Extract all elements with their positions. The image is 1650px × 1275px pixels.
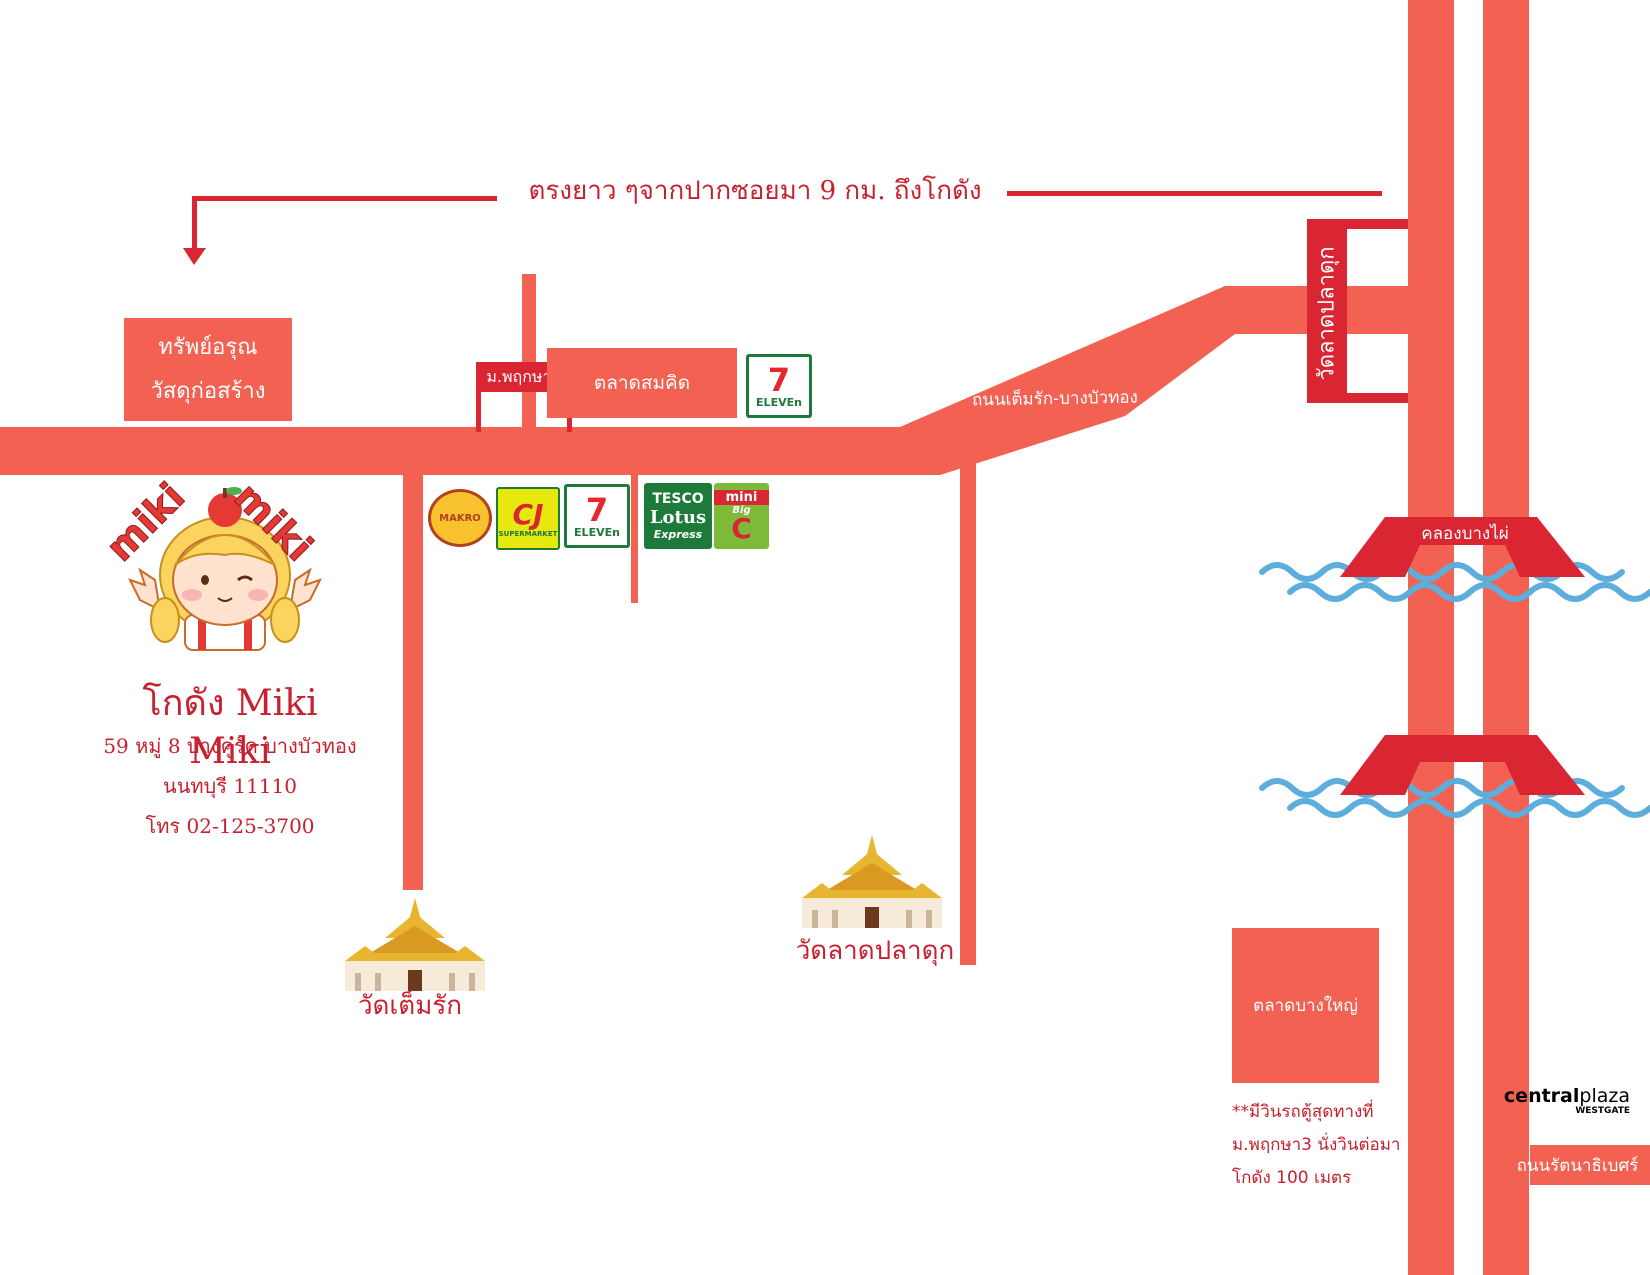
main-road-diagonal bbox=[900, 286, 1410, 475]
moo-ban-sign: ม.พฤกษา3 bbox=[486, 367, 562, 386]
store-phone: โทร 02-125-3700 bbox=[145, 814, 315, 838]
wat-sign-board bbox=[1307, 219, 1347, 403]
canal-waves-2 bbox=[1259, 778, 1650, 818]
cj-sub: SUPERMARKET bbox=[498, 529, 558, 538]
hardware-store-box: ทรัพย์อรุณ วัสดุก่อสร้าง bbox=[124, 318, 292, 421]
highway-left bbox=[1408, 0, 1454, 1275]
seven-eleven-word-row: ELEVEn bbox=[574, 525, 620, 539]
direction-arrow bbox=[183, 191, 1382, 265]
hardware-store-desc: วัสดุก่อสร้าง bbox=[150, 378, 266, 404]
mini-bigc-logo: mini Big C bbox=[714, 483, 769, 549]
canal-label: คลองบางไผ่ bbox=[1421, 524, 1509, 544]
road-label-rattanathibet: ถนนรัตนาธิเบศร์ bbox=[1516, 1156, 1639, 1176]
store-name: โกดัง Miki Miki bbox=[142, 683, 318, 772]
van-note: **มีวินรถตู้สุดทางที่ ม.พฤกษา3 นั่งวินต่… bbox=[1232, 1096, 1400, 1195]
side-road-top bbox=[522, 274, 536, 434]
miki-mascot bbox=[128, 487, 322, 651]
wat-sign-top-arm bbox=[1310, 219, 1408, 229]
seven-eleven-logo-row: 7 ELEVEn bbox=[564, 484, 630, 548]
canal-waves-1 bbox=[1259, 562, 1650, 602]
road-label-tem-rak: ถนนเต็มรัก-บางบัวทอง bbox=[971, 387, 1139, 411]
store-address-2: นนทบุรี 11110 bbox=[163, 774, 297, 798]
wat-tem-rak-label: วัดเต็มรัก bbox=[357, 991, 463, 1021]
seven-eleven-logo-top: 7 ELEVEn bbox=[746, 354, 812, 418]
bigc-mid: Big bbox=[732, 505, 751, 516]
cj-word: CJ bbox=[512, 497, 544, 531]
westgate-word: WESTGATE bbox=[1575, 1106, 1630, 1116]
plaza-word: plaza bbox=[1579, 1085, 1630, 1107]
central-word: central bbox=[1503, 1085, 1580, 1107]
store-address-1: 59 หมู่ 8 บางคูรัด บางบัวทอง bbox=[103, 734, 357, 758]
highway-exit bbox=[1530, 1145, 1650, 1185]
market-bang-yai: ตลาดบางใหญ่ bbox=[1232, 928, 1379, 1083]
makro-word: MAKRO bbox=[439, 512, 481, 524]
market-samkid: ตลาดสมคิด bbox=[547, 348, 737, 418]
highway-right bbox=[1483, 0, 1529, 1275]
van-note-line-3: โกดัง 100 เมตร bbox=[1232, 1168, 1352, 1188]
bridge-2 bbox=[1340, 735, 1585, 795]
tesco-lotus-logo: TESCO Lotus Express bbox=[644, 483, 712, 549]
seven-number: 7 bbox=[767, 360, 791, 399]
van-note-line-2: ม.พฤกษา3 นั่งวินต่อมา bbox=[1232, 1135, 1401, 1155]
van-note-line-1: **มีวินรถตู้สุดทางที่ bbox=[1232, 1102, 1374, 1122]
wat-sign-label: วัดลาดปลาดุก bbox=[1314, 246, 1340, 381]
tesco-bottom: Express bbox=[653, 528, 703, 541]
central-plaza-logo: centralplaza WESTGATE bbox=[1495, 1086, 1630, 1116]
wat-lat-pla-duk-label: วัดลาดปลาดุก bbox=[795, 936, 955, 966]
seven-eleven-word: ELEVEn bbox=[756, 395, 802, 409]
direction-note: ตรงยาว ๆจากปากซอยมา 9 กม. ถึงโกดัง bbox=[528, 176, 982, 206]
hardware-store-name: ทรัพย์อรุณ bbox=[158, 334, 258, 360]
tesco-top: TESCO bbox=[652, 491, 704, 507]
side-road-1 bbox=[403, 470, 423, 890]
main-road bbox=[0, 427, 905, 475]
bigc-letter: C bbox=[731, 512, 752, 545]
seven-number-row: 7 bbox=[585, 490, 609, 529]
bridge-1 bbox=[1340, 517, 1585, 577]
side-road-3 bbox=[631, 470, 638, 603]
temple-icon-lat-pla-duk bbox=[802, 835, 942, 928]
cj-logo: CJ SUPERMARKET bbox=[496, 487, 560, 550]
side-road-2 bbox=[960, 440, 976, 965]
wat-sign-bottom-arm bbox=[1310, 393, 1408, 403]
tesco-mid: Lotus bbox=[649, 507, 707, 528]
bigc-top: mini bbox=[714, 490, 769, 505]
temple-icon-tem-rak bbox=[345, 898, 485, 991]
makro-logo: MAKRO bbox=[428, 489, 492, 547]
